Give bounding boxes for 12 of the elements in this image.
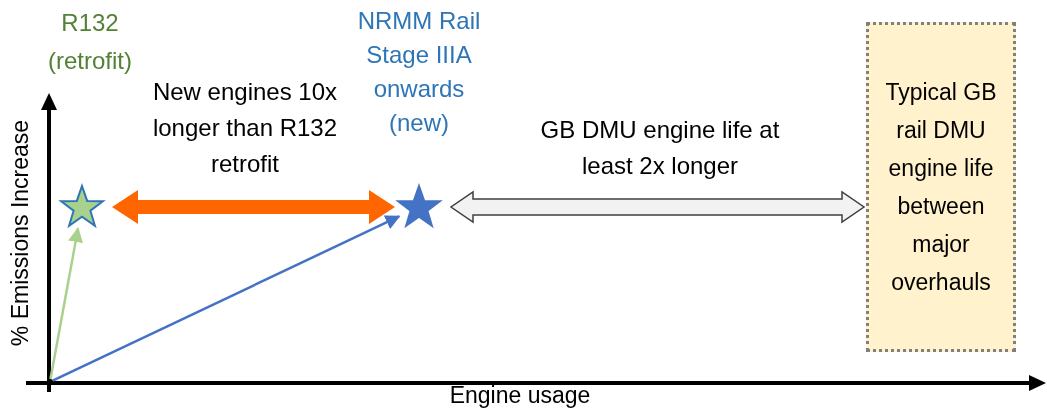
box-text: Typical GB rail DMU engine life between major overhauls xyxy=(884,78,998,297)
highlight-box xyxy=(866,22,1016,352)
arrow xyxy=(49,227,83,380)
edge-label: New engines 10x longer than R132 retrofit xyxy=(151,77,339,179)
double-arrow xyxy=(449,190,866,224)
axis-title: Engine usage xyxy=(448,381,592,410)
edge-label: GB DMU engine life at least 2x longer xyxy=(539,115,781,181)
arrow xyxy=(52,215,401,382)
star-caption: NRMM Rail Stage IIIA onwards (new) xyxy=(356,6,482,138)
star-caption: R132 (retrofit) xyxy=(47,8,133,76)
axis-title: % Emissions Increase xyxy=(6,118,34,349)
double-arrow xyxy=(112,190,395,224)
